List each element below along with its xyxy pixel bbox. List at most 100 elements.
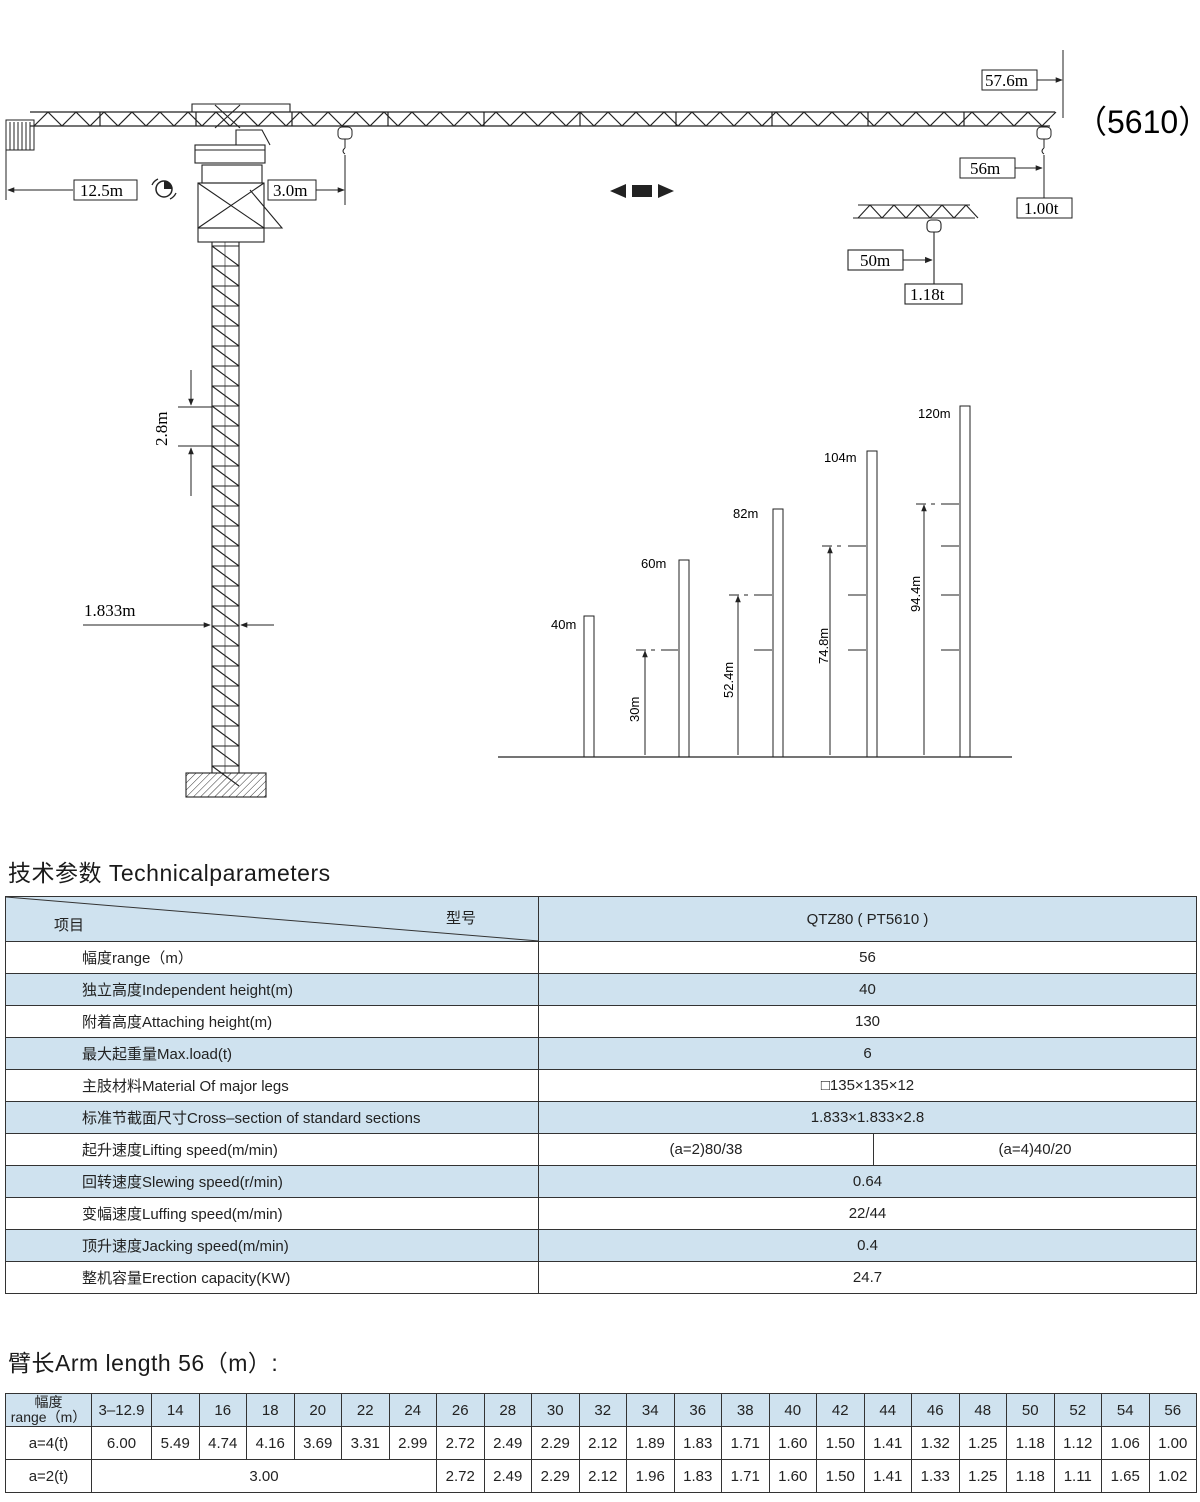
param-label: 变幅速度Luffing speed(m/min): [5, 1197, 539, 1230]
dim-max-range-label: 56m: [970, 159, 1000, 178]
load-cell: 20: [293, 1393, 342, 1427]
param-value: 22/44: [538, 1197, 1197, 1230]
tech-param-row: 起升速度Lifting speed(m/min)(a=2)80/38(a=4)4…: [5, 1133, 1197, 1166]
load-cell: 1.18: [1006, 1459, 1055, 1493]
free-height-94: 94.4m: [908, 576, 923, 612]
dim-total-length-label: 57.6m: [985, 71, 1028, 90]
load-cell: 2.12: [578, 1459, 627, 1493]
load-cell: 1.12: [1053, 1426, 1102, 1460]
tech-param-row: 标准节截面尺寸Cross–section of standard section…: [5, 1101, 1197, 1134]
param-label: 起升速度Lifting speed(m/min): [5, 1133, 539, 1166]
alt-jib: [847, 204, 979, 305]
header-diagonal-cell: 项目 型号: [5, 896, 539, 942]
height-label-40: 40m: [551, 617, 576, 632]
tech-param-row: 回转速度Slewing speed(r/min)0.64: [5, 1165, 1197, 1198]
load-cell: 46: [911, 1393, 960, 1427]
load-cell: 5.49: [151, 1426, 200, 1460]
load-cell: 40: [768, 1393, 817, 1427]
load-cell: 52: [1053, 1393, 1102, 1427]
dim-trolley-offset-label: 3.0m: [273, 181, 307, 200]
load-cell: 3–12.9: [91, 1393, 152, 1427]
header-item-label: 项目: [54, 917, 85, 934]
a2-merged-value: 3.00: [91, 1459, 437, 1493]
load-cell: 1.71: [721, 1459, 770, 1493]
param-label: 附着高度Attaching height(m): [5, 1005, 539, 1038]
tech-params-title: 技术参数 Technicalparameters: [8, 860, 331, 886]
load-cell: 2.12: [578, 1426, 627, 1460]
range-header-en: range（m）: [10, 1409, 87, 1425]
load-cell: 44: [863, 1393, 912, 1427]
tower-head: [191, 103, 291, 243]
tech-param-row: 独立高度Independent height(m)40: [5, 973, 1197, 1006]
param-value: 56: [538, 941, 1197, 974]
dim-counter-jib-label: 12.5m: [80, 181, 123, 200]
param-value: 130: [538, 1005, 1197, 1038]
load-cell: 1.11: [1053, 1459, 1102, 1493]
load-cell: 18: [246, 1393, 295, 1427]
load-cell: 2.29: [531, 1426, 580, 1460]
range-header-cn: 幅度: [34, 1394, 63, 1410]
height-bar-104: [822, 450, 878, 758]
load-cell: 1.96: [626, 1459, 675, 1493]
load-cell: 38: [721, 1393, 770, 1427]
header-diagonal-line: [6, 897, 539, 941]
arm-length-title: 臂长Arm length 56（m）:: [8, 1350, 279, 1376]
height-bar-120: [916, 405, 971, 758]
load-cell: 1.02: [1148, 1459, 1197, 1493]
height-bar-40: [583, 615, 595, 758]
param-value: □135×135×12: [538, 1069, 1197, 1102]
load-cell: 54: [1101, 1393, 1150, 1427]
free-height-30: 30m: [627, 697, 642, 722]
dim-max-range: [959, 157, 1073, 219]
load-cell: 2.29: [531, 1459, 580, 1493]
load-cell: 1.41: [863, 1426, 912, 1460]
header-model-label: 型号: [446, 910, 477, 927]
param-value: (a=4)40/20: [873, 1133, 1197, 1166]
param-value: 24.7: [538, 1261, 1197, 1294]
height-label-120: 120m: [918, 406, 951, 421]
param-value: 0.64: [538, 1165, 1197, 1198]
tip-load-label: 1.00t: [1024, 199, 1059, 218]
free-height-52: 52.4m: [721, 662, 736, 698]
load-cell: 2.72: [436, 1459, 485, 1493]
load-cell: 2.72: [436, 1426, 485, 1460]
load-cell: 4.74: [198, 1426, 247, 1460]
param-value: (a=2)80/38: [538, 1133, 874, 1166]
hook-tip: [1036, 126, 1052, 198]
param-label: 独立高度Independent height(m): [5, 973, 539, 1006]
load-cell: 1.33: [911, 1459, 960, 1493]
load-cell: 2.99: [388, 1426, 437, 1460]
model-name: QTZ80 ( PT5610 ): [538, 896, 1197, 942]
a4-row-label: a=4(t): [5, 1426, 92, 1460]
load-cell: 16: [198, 1393, 247, 1427]
load-cell: 1.00: [1148, 1426, 1197, 1460]
load-cell: 1.32: [911, 1426, 960, 1460]
dim-trolley-offset: [267, 155, 346, 205]
load-cell: 26: [436, 1393, 485, 1427]
load-cell: 2.49: [483, 1459, 532, 1493]
jib: [30, 111, 1057, 127]
height-bar-60: [636, 559, 690, 758]
load-cell: 1.83: [673, 1459, 722, 1493]
load-cell: 28: [483, 1393, 532, 1427]
load-cell: 30: [531, 1393, 580, 1427]
param-value: 40: [538, 973, 1197, 1006]
a2-row-label: a=2(t): [5, 1459, 92, 1493]
load-cell: 48: [958, 1393, 1007, 1427]
load-cell: 36: [673, 1393, 722, 1427]
tech-param-row: 整机容量Erection capacity(KW)24.7: [5, 1261, 1197, 1294]
load-cell: 34: [626, 1393, 675, 1427]
load-cell: 32: [578, 1393, 627, 1427]
alt-range-label: 50m: [860, 251, 890, 270]
load-cell: 14: [151, 1393, 200, 1427]
load-cell: 1.18: [1006, 1426, 1055, 1460]
load-cell: 1.71: [721, 1426, 770, 1460]
load-cell: 3.69: [293, 1426, 342, 1460]
load-cell: 42: [816, 1393, 865, 1427]
height-label-60: 60m: [641, 556, 666, 571]
load-cell: 22: [341, 1393, 390, 1427]
